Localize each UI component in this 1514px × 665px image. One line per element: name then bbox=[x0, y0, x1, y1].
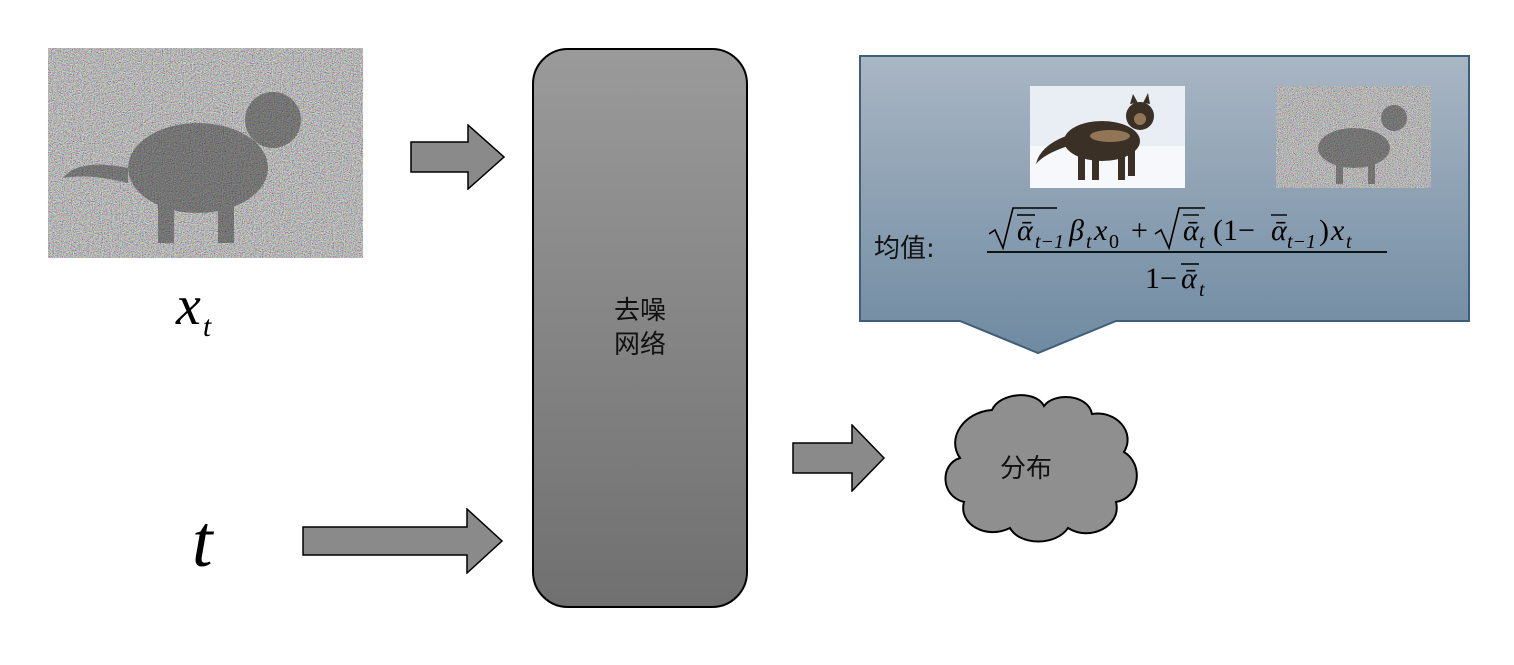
formula-beta-sub: t bbox=[1086, 231, 1092, 253]
denoising-network-block bbox=[532, 48, 748, 608]
arrow-timestep-to-network bbox=[302, 508, 504, 574]
distribution-cloud bbox=[944, 394, 1138, 543]
formula-beta: β bbox=[1068, 214, 1084, 247]
mean-label: 均值: bbox=[874, 234, 935, 264]
formula-sub-1: t−1 bbox=[1035, 231, 1064, 253]
formula-x0-sub: 0 bbox=[1109, 231, 1119, 253]
sqrt-sign-icon-2 bbox=[1154, 207, 1205, 251]
formula-alpha-bar-3: ᾱ bbox=[1271, 214, 1288, 247]
distribution-label: 分布 bbox=[1000, 454, 1053, 484]
formula-denominator-one: 1− bbox=[1145, 262, 1177, 295]
noisy-input-image bbox=[48, 48, 363, 258]
denoising-network-label: 去噪网络 bbox=[613, 296, 666, 360]
formula-sub-3: t−1 bbox=[1287, 231, 1316, 253]
input-variable-label: xt bbox=[176, 275, 212, 343]
clean-cat-image bbox=[1030, 86, 1185, 188]
arrow-input-to-network bbox=[410, 124, 506, 190]
formula-alpha-bar-1: ᾱ bbox=[1017, 214, 1034, 247]
noisy-cat-image bbox=[1276, 86, 1431, 188]
formula-denominator-alpha: ᾱ bbox=[1181, 262, 1198, 295]
formula-plus: + bbox=[1131, 214, 1148, 247]
formula-xt-sub: t bbox=[1346, 231, 1352, 253]
arrow-network-to-distribution bbox=[792, 424, 886, 492]
mean-formula: ᾱ t−1 β t x 0 + ᾱ t (1− ᾱ t−1 ) x t 1− ᾱ… bbox=[987, 207, 1387, 300]
formula-sub-2: t bbox=[1199, 231, 1205, 253]
formula-xt: x bbox=[1330, 214, 1345, 247]
formula-paren-close: ) bbox=[1319, 214, 1329, 247]
formula-paren-open: (1− bbox=[1213, 214, 1255, 247]
sqrt-sign-icon bbox=[988, 207, 1057, 251]
formula-alpha-bar-2: ᾱ bbox=[1183, 214, 1200, 247]
timestep-variable-label: t bbox=[192, 501, 213, 583]
formula-x0: x bbox=[1093, 214, 1108, 247]
formula-denominator-sub: t bbox=[1199, 279, 1205, 300]
